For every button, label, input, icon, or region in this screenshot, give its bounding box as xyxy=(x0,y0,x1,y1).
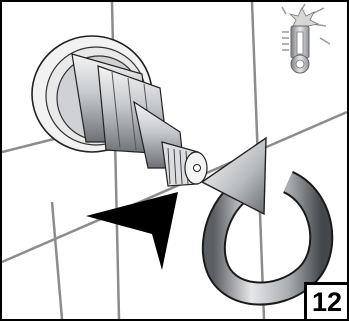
step-number: 12 xyxy=(304,282,347,319)
thermometer-hot-icon xyxy=(282,4,330,73)
valve-cartridge-illustration xyxy=(32,36,207,186)
illustration xyxy=(2,2,347,319)
direction-arrow-icon xyxy=(86,192,178,270)
